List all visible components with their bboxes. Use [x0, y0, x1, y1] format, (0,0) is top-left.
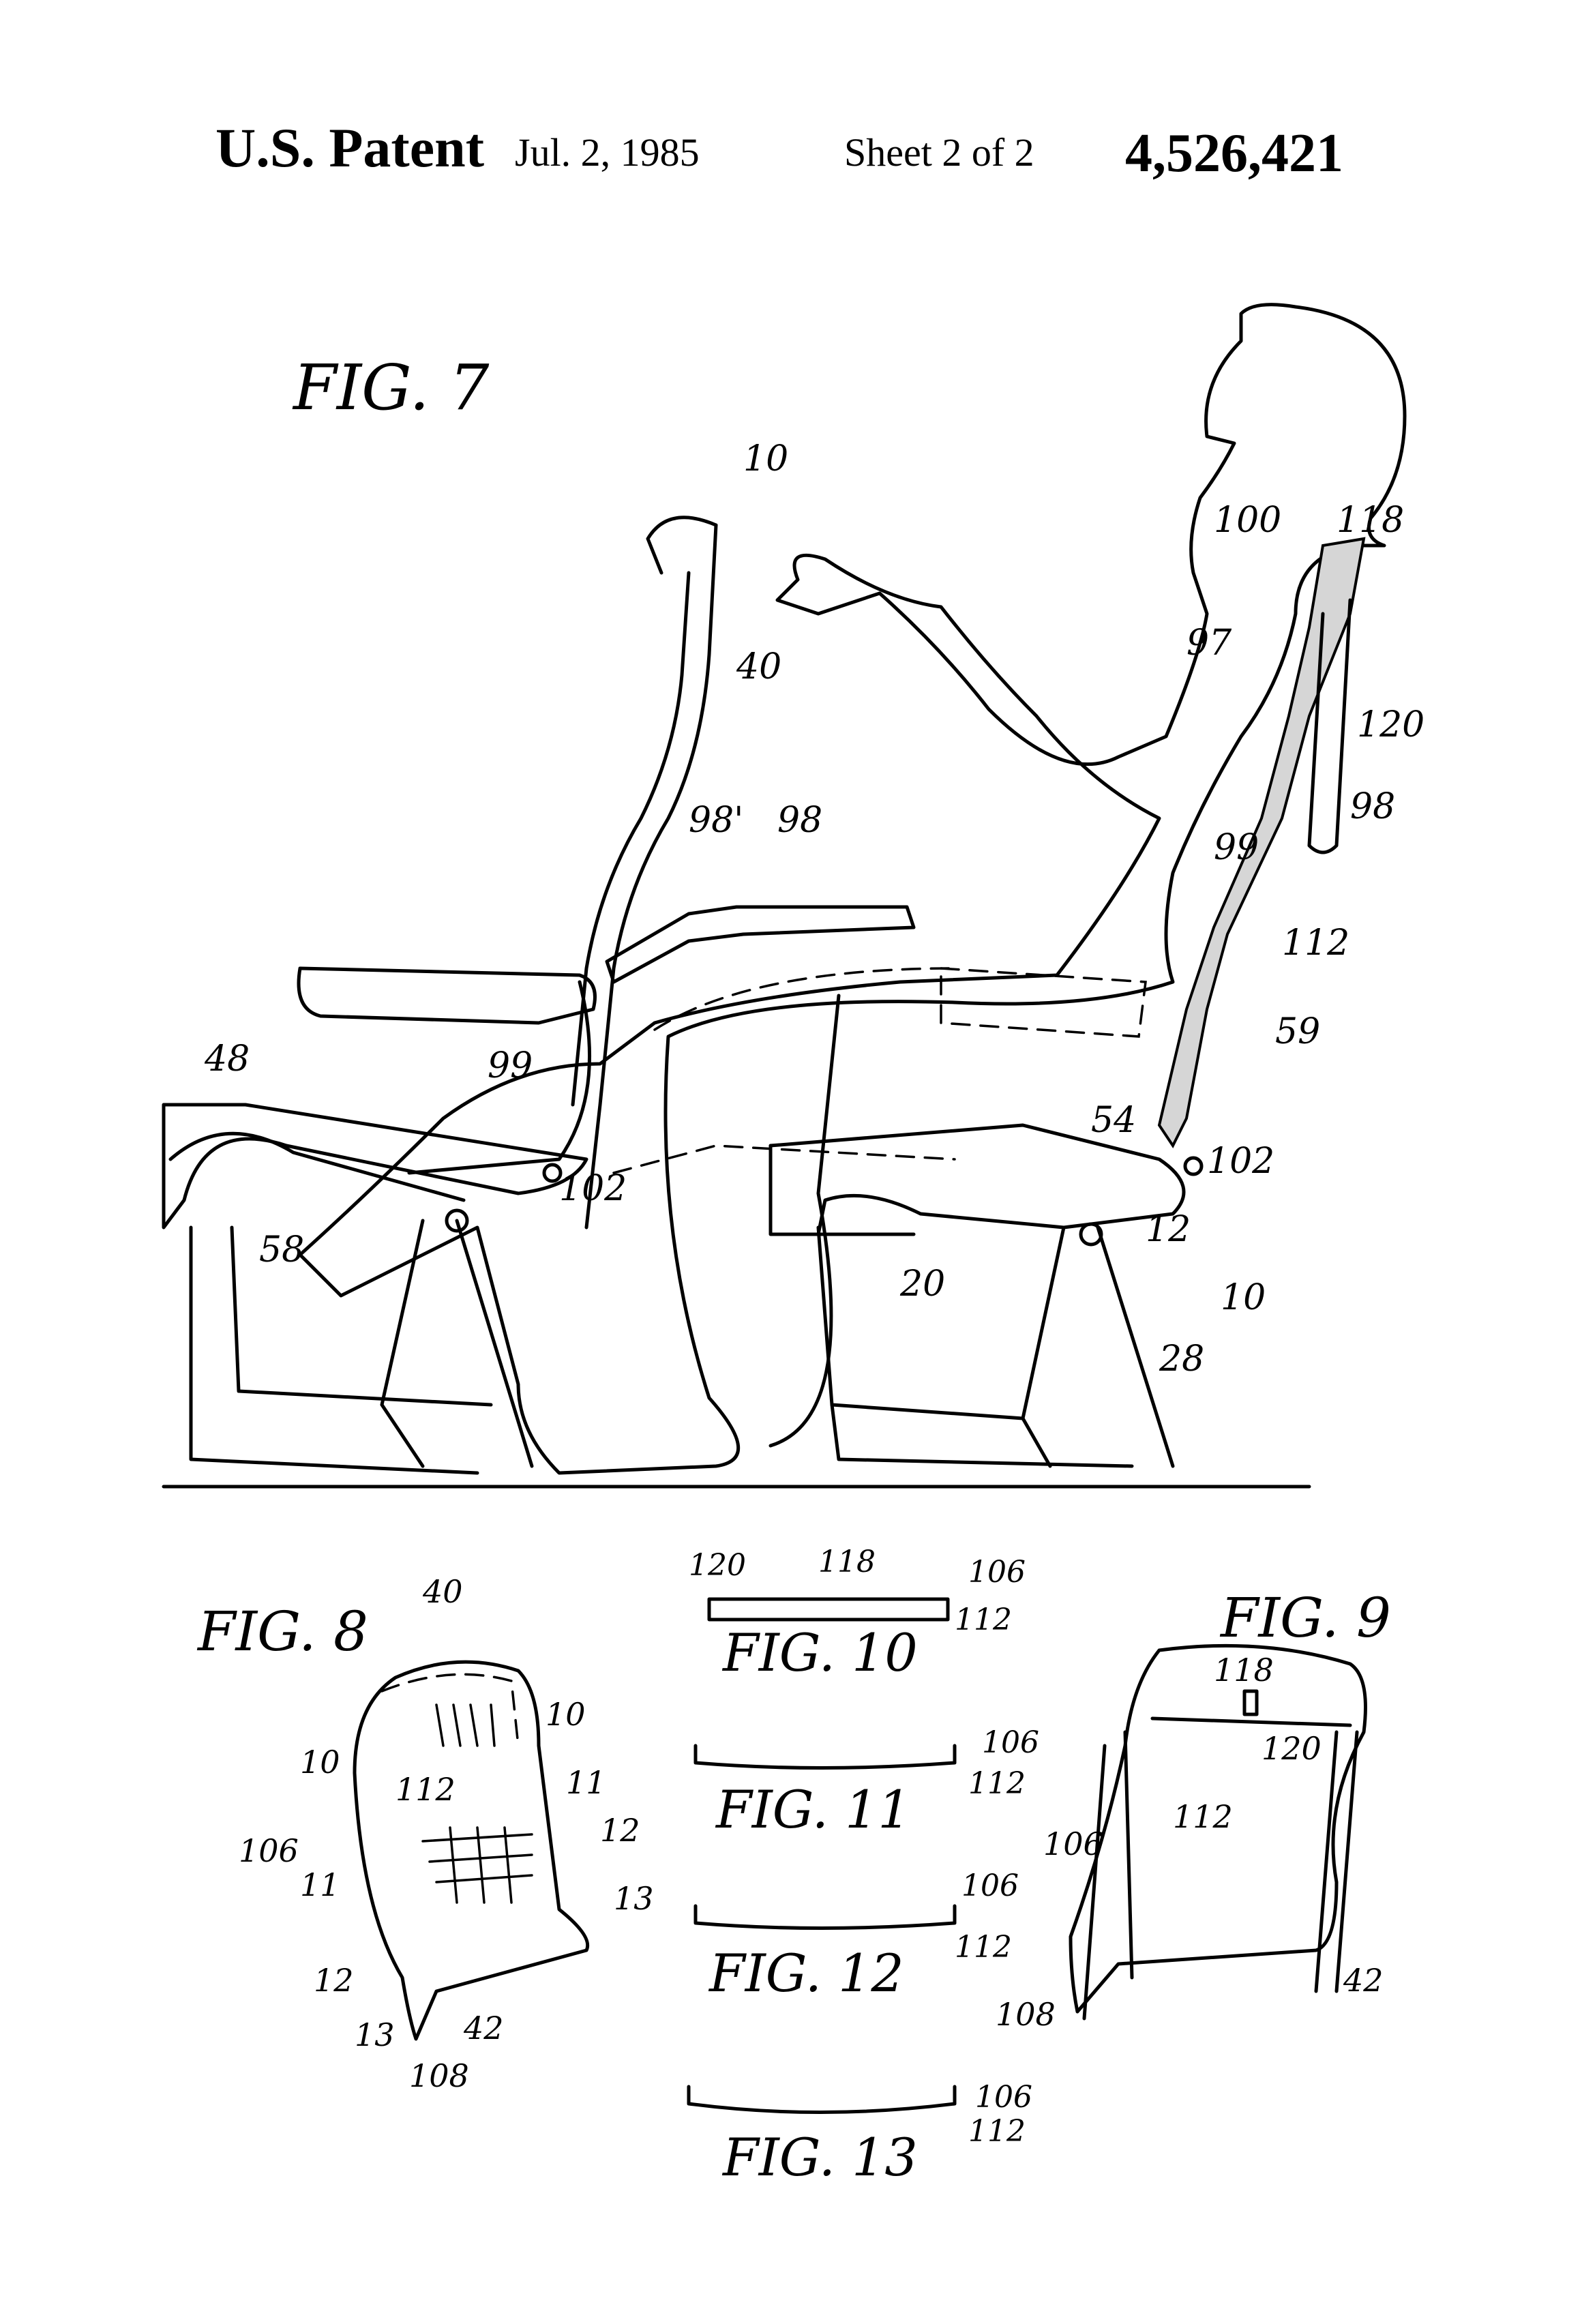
fig8: FIG. 8 40 10 112 10 11 106 12 13 11 12 1…	[196, 1573, 654, 2094]
right-pivot	[1081, 1224, 1101, 1245]
fig7-ref-54: 54	[1091, 1100, 1136, 1141]
fig7-title: FIG. 7	[292, 351, 490, 424]
left-armrest	[299, 968, 595, 1023]
fig8-ref-13a: 13	[614, 1880, 654, 1917]
right-leg-front	[1023, 1227, 1064, 1466]
fig11-profile	[696, 1746, 955, 1768]
fig10-ref-118: 118	[818, 1545, 876, 1579]
fig8-title: FIG. 8	[196, 1600, 368, 1663]
fig12: FIG. 12 106 112	[696, 1868, 1019, 2003]
fig12-title: FIG. 12	[708, 1943, 904, 2003]
fig12-ref-106: 106	[961, 1868, 1019, 1903]
fig10-title: FIG. 10	[721, 1622, 918, 1683]
fig9: FIG. 9 118 120 112 106 42 108	[996, 1586, 1391, 2033]
fig7-ref-20: 20	[899, 1264, 945, 1305]
fig8-ref-12a: 12	[600, 1812, 640, 1849]
thigh-dashed	[655, 968, 955, 1030]
fig12-ref-112: 112	[955, 1930, 1012, 1965]
fig8-ref-112: 112	[395, 1771, 456, 1808]
fig7-ref-97: 97	[1186, 623, 1232, 664]
left-leg-rear	[457, 1221, 532, 1466]
fig9-top-strap	[1152, 1718, 1350, 1725]
fig8-ref-10a: 10	[546, 1696, 586, 1733]
fig13-profile	[689, 2087, 955, 2113]
fig8-ref-10b: 10	[300, 1744, 340, 1781]
fig7-ref-98a: 98	[777, 800, 822, 841]
fig9-ref-106: 106	[1043, 1826, 1103, 1862]
fig9-clip	[1244, 1691, 1257, 1714]
tray-table	[607, 907, 914, 982]
seatback-front	[586, 525, 716, 1227]
fig10-ref-120: 120	[689, 1548, 746, 1583]
fig8-ref-13b: 13	[355, 2016, 395, 2053]
fig7-ref-48: 48	[204, 1039, 250, 1079]
fig9-title: FIG. 9	[1219, 1586, 1391, 1650]
fig10-bar	[709, 1599, 948, 1620]
right-seat-cushion	[771, 1125, 1184, 1234]
right-pivot-102	[1185, 1158, 1202, 1174]
fig8-texture	[436, 1705, 494, 1746]
fig7-ref-102a: 102	[559, 1168, 627, 1209]
fig10: FIG. 10 120 118 106 112	[689, 1545, 1026, 1683]
seatback-inner	[573, 573, 689, 1105]
fig7-ref-120: 120	[1357, 704, 1424, 745]
fig7-ref-58: 58	[259, 1230, 304, 1270]
fig11-title: FIG. 11	[715, 1779, 911, 1840]
fig10-ref-106: 106	[968, 1555, 1026, 1590]
fig8-ref-106: 106	[239, 1832, 299, 1869]
fig8-dashed-edge	[382, 1674, 518, 1746]
fig7-ref-98b: 98	[1350, 786, 1395, 827]
fig7-ref-59: 59	[1275, 1011, 1320, 1052]
right-seat-frame	[818, 1227, 1023, 1418]
fig8-ref-108: 108	[409, 2057, 469, 2094]
fig8-ref-11a: 11	[566, 1764, 606, 1801]
fig7-ref-99a: 99	[488, 1045, 533, 1086]
fig7-ref-99b: 99	[1214, 827, 1259, 868]
fig11-ref-106: 106	[982, 1725, 1039, 1760]
fig7-ref-10: 10	[743, 438, 788, 479]
fig7-ref-10b: 10	[1221, 1277, 1266, 1318]
left-seat-cushion	[164, 1105, 586, 1227]
fig9-ref-108: 108	[996, 1996, 1056, 2033]
fig7-ref-40: 40	[736, 646, 781, 687]
fig9-right-frame	[1316, 1732, 1357, 1991]
fig11-ref-112: 112	[968, 1766, 1026, 1801]
headrest	[648, 518, 716, 573]
fig9-ref-118: 118	[1214, 1652, 1274, 1688]
fig7-ref-98prime: 98'	[689, 800, 743, 841]
fig9-ref-112: 112	[1173, 1798, 1233, 1835]
fig7-ref-112: 112	[1282, 923, 1349, 964]
fig7-ref-100: 100	[1214, 500, 1281, 541]
fig9-ref-120: 120	[1262, 1730, 1322, 1767]
fig7-ref-12: 12	[1146, 1209, 1191, 1250]
right-seat-front	[771, 1146, 914, 1234]
fig7-ref-118: 118	[1337, 500, 1404, 541]
fig13-ref-112: 112	[968, 2114, 1026, 2149]
fig13-ref-106: 106	[975, 2080, 1032, 2115]
fig12-profile	[696, 1906, 955, 1928]
fig9-ref-42: 42	[1343, 1962, 1384, 1999]
fig7: FIG. 7	[164, 305, 1424, 1487]
fig13-title: FIG. 13	[721, 2127, 918, 2188]
fig8-ref-12b: 12	[314, 1962, 354, 1999]
fig13: FIG. 13 106 112	[689, 2080, 1032, 2188]
fig7-ref-28: 28	[1159, 1339, 1204, 1380]
fig11: FIG. 11 106 112	[696, 1725, 1039, 1840]
fig7-ref-102b: 102	[1207, 1141, 1274, 1182]
fig8-ref-42: 42	[463, 2010, 504, 2046]
left-pivot-102	[544, 1165, 561, 1181]
fig8-mesh	[423, 1828, 532, 1903]
fig10-ref-112: 112	[955, 1603, 1012, 1637]
fig8-ref-11b: 11	[300, 1866, 340, 1903]
fig8-ref-40: 40	[422, 1573, 463, 1610]
